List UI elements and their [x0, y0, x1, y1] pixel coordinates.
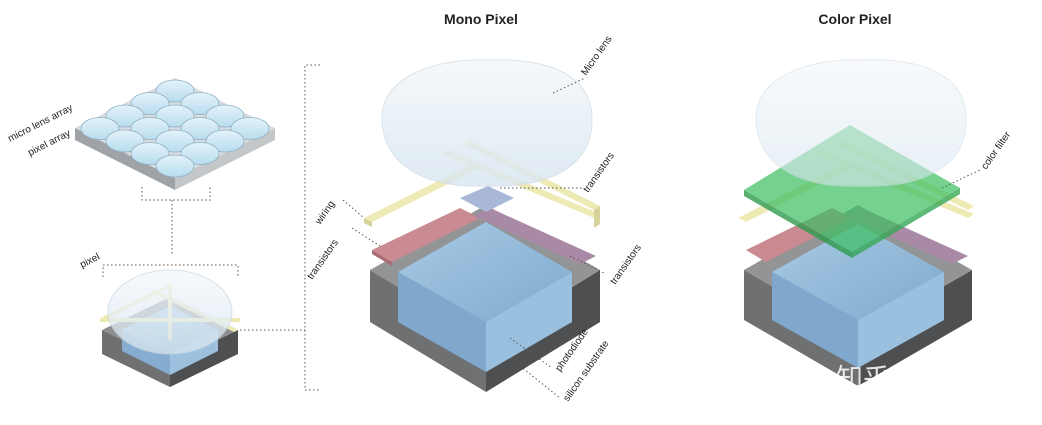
wiring-label: wiring — [313, 199, 338, 228]
micro-lens-cell — [155, 154, 195, 178]
mono-pixel — [364, 59, 600, 392]
transistors-top-label: transistors — [581, 151, 616, 195]
photodiode — [398, 222, 572, 322]
micro-lens-cell — [180, 117, 220, 140]
transistor-right — [474, 208, 596, 264]
micro-lens-cell — [230, 117, 270, 140]
micro-lens-label: Micro lens — [579, 34, 614, 78]
micro-lens-array-block — [75, 78, 275, 190]
micro-lens — [381, 59, 593, 187]
micro-lens-cell — [80, 117, 120, 140]
pixel-label: pixel — [78, 252, 101, 271]
micro-lens-cell — [130, 142, 170, 165]
transistors-right-label: transistors — [608, 243, 643, 287]
transistor-left — [372, 208, 480, 262]
micro-lens-cell — [180, 142, 220, 165]
micro-lens-cell — [130, 117, 170, 140]
micro-lens-cell — [130, 92, 170, 115]
small-pixel — [100, 269, 240, 387]
watermark: 知乎 @Quan — [836, 364, 998, 395]
micro-lens-grid — [80, 79, 270, 178]
mono-bracket — [304, 64, 320, 391]
micro-lens-cell — [105, 104, 145, 128]
micro-lens-cell — [155, 129, 195, 153]
color-filter-label: color filter — [979, 129, 1013, 171]
micro-lens-cell — [180, 92, 220, 115]
mono-pixel-heading: Mono Pixel — [444, 11, 518, 27]
micro-lens-cell — [155, 79, 195, 103]
micro-lens-cell — [205, 104, 245, 128]
color-pixel — [738, 59, 974, 386]
micro-lens-cell — [155, 104, 195, 128]
micro-lens-cell — [205, 129, 245, 153]
color-pixel-heading: Color Pixel — [818, 11, 891, 27]
micro-lens-cell — [105, 129, 145, 153]
pixel-bracket — [102, 264, 239, 277]
color-filter — [744, 125, 960, 252]
transistors-left-label: transistors — [305, 238, 340, 282]
